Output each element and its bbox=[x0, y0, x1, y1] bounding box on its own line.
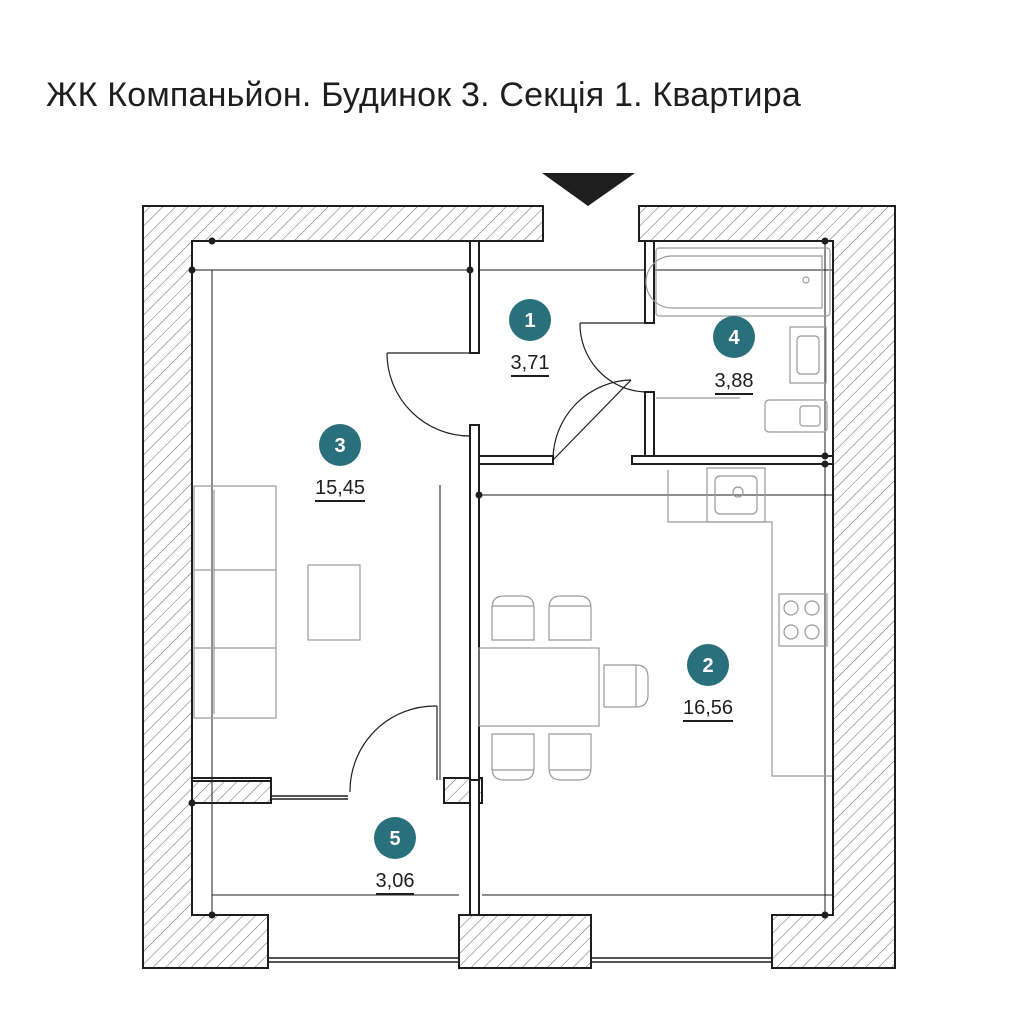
furniture bbox=[193, 247, 832, 781]
room-area-3: 15,45 bbox=[295, 477, 385, 502]
room-badge-3: 3 bbox=[319, 424, 361, 466]
svg-text:5: 5 bbox=[389, 828, 400, 850]
room-badge-5: 5 bbox=[374, 817, 416, 859]
room-badge-4: 4 bbox=[713, 316, 755, 358]
exterior-walls bbox=[142, 205, 896, 969]
svg-text:3: 3 bbox=[334, 435, 345, 457]
room-badge-1: 1 bbox=[509, 299, 551, 341]
windows bbox=[268, 795, 772, 963]
room-badge-2: 2 bbox=[687, 644, 729, 686]
room-outlines bbox=[188, 237, 833, 919]
room-area-5: 3,06 bbox=[350, 870, 440, 895]
svg-text:2: 2 bbox=[702, 655, 713, 677]
entrance-arrow-icon bbox=[542, 173, 635, 206]
room-area-4: 3,88 bbox=[689, 370, 779, 395]
room-area-1: 3,71 bbox=[485, 352, 575, 377]
room-area-2: 16,56 bbox=[663, 697, 753, 722]
plan-title: ЖК Компаньйон. Будинок 3. Секція 1. Квар… bbox=[46, 76, 801, 114]
svg-text:1: 1 bbox=[524, 310, 535, 332]
interior-walls bbox=[191, 240, 834, 916]
svg-text:4: 4 bbox=[728, 327, 740, 349]
doors bbox=[349, 322, 646, 793]
